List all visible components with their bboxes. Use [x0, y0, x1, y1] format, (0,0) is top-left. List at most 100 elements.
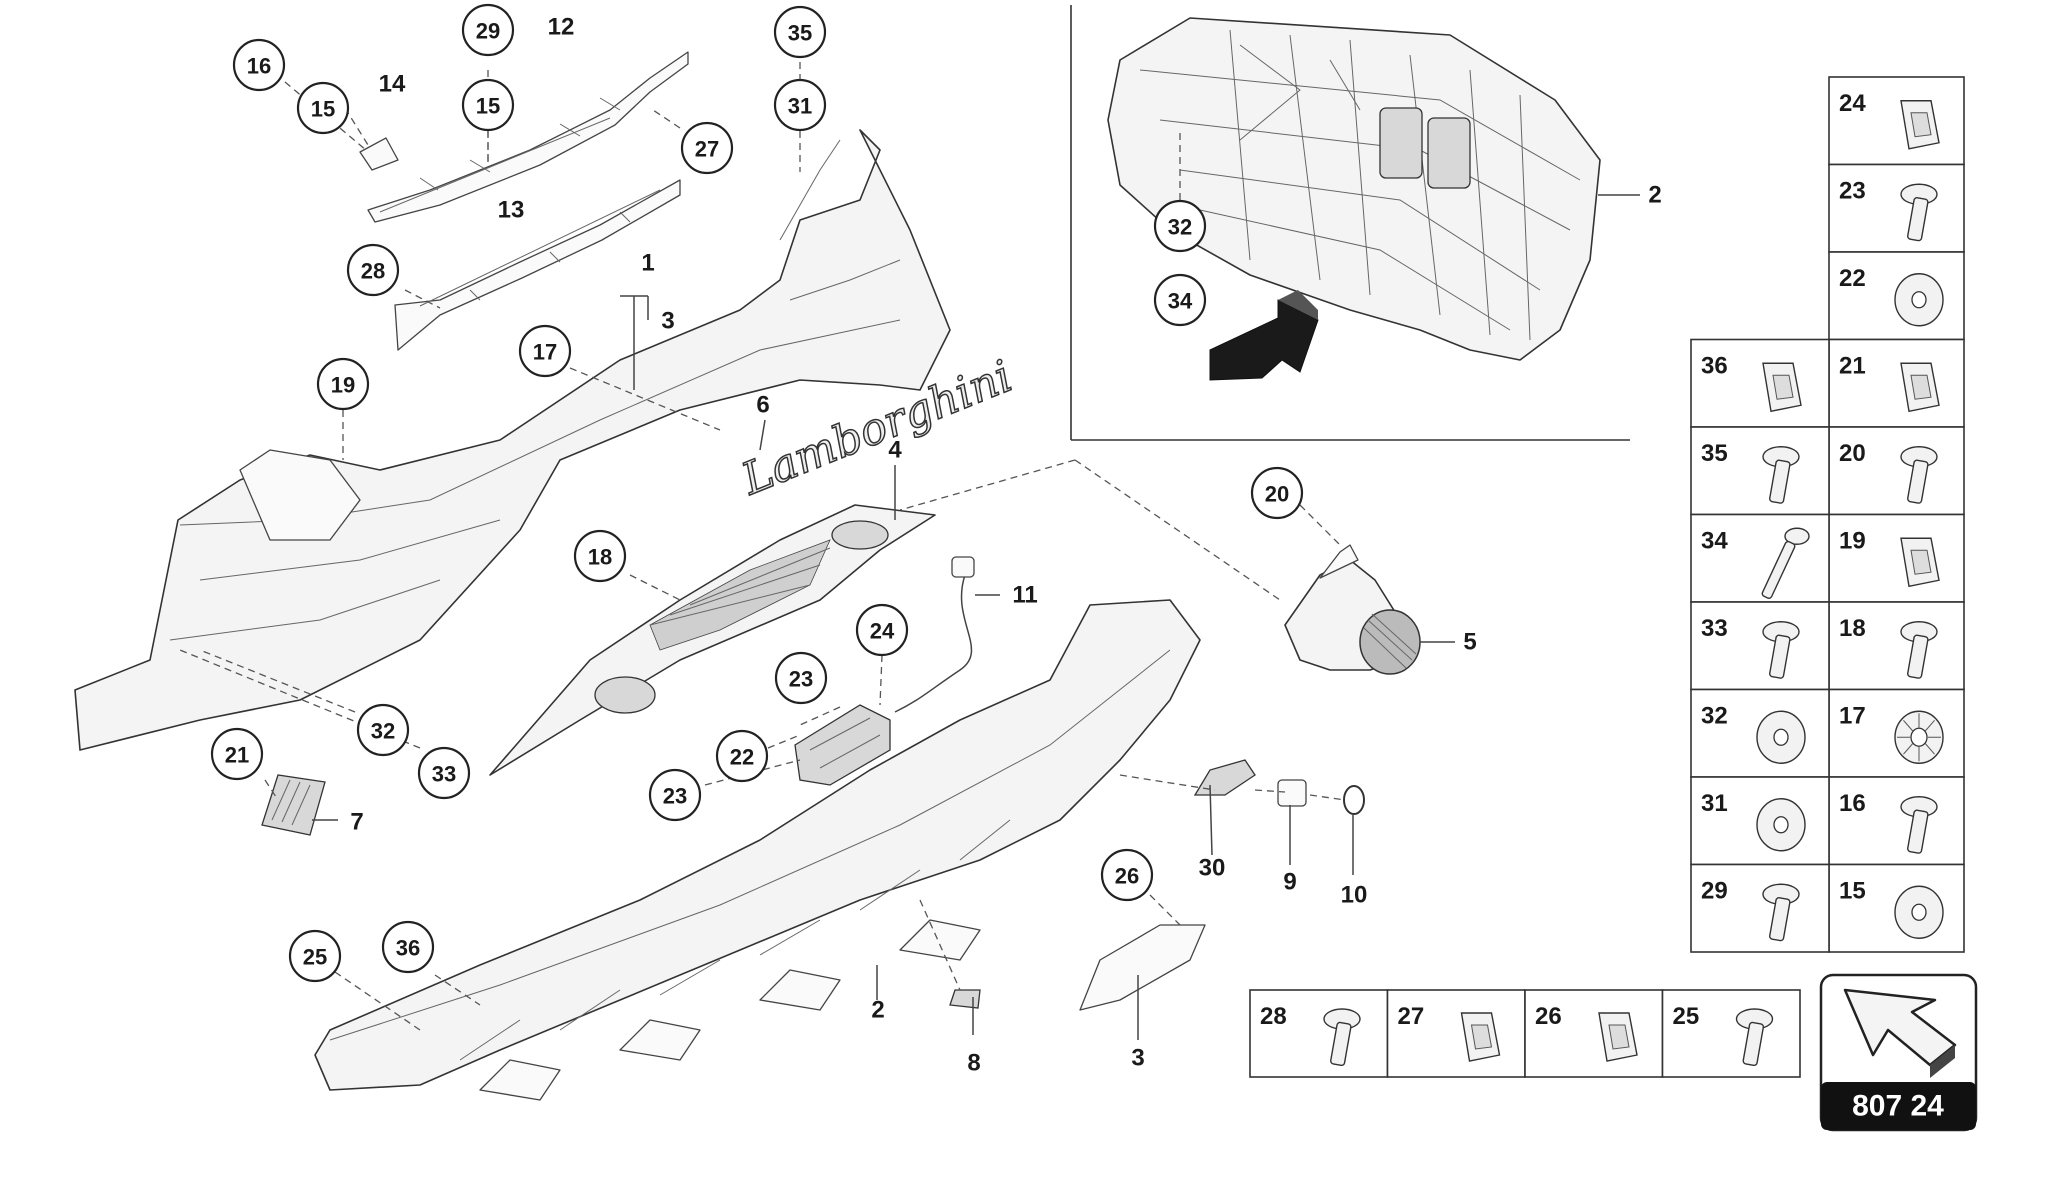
fastener-number: 33 — [1701, 615, 1728, 642]
callout-circle — [356, 703, 410, 757]
callout: 36 — [381, 920, 435, 974]
fastener-number: 36 — [1701, 353, 1728, 380]
callout: 31 — [773, 78, 827, 132]
sensor-harness[interactable] — [894, 556, 975, 713]
bottom-fastener-cell: 26 — [1524, 989, 1664, 1078]
fastener-cell: 31 — [1690, 776, 1830, 866]
fastener-number: 26 — [1535, 1003, 1562, 1030]
bolt-icon — [1323, 1008, 1361, 1067]
part-label: 12 — [548, 14, 575, 41]
callout-number: 34 — [1168, 289, 1193, 314]
part-label: 5 — [1463, 629, 1476, 656]
callout-circle — [518, 324, 572, 378]
fastener-number: 22 — [1839, 265, 1866, 292]
callout: 25 — [288, 929, 342, 983]
fastener-number: 17 — [1839, 703, 1866, 730]
clip-icon — [1900, 362, 1940, 413]
part-label: 4 — [888, 437, 902, 464]
callout: 21 — [210, 727, 264, 781]
fastener-cell: 24 — [1828, 76, 1965, 166]
bolt-icon — [1900, 446, 1938, 504]
callout-number: 22 — [730, 745, 754, 770]
callout-number: 27 — [695, 137, 719, 162]
callout-number: 18 — [588, 545, 612, 570]
callout-number: 28 — [361, 259, 385, 284]
clip-icon — [1900, 537, 1940, 588]
part-label: 7 — [350, 809, 363, 836]
bolt-icon — [1762, 446, 1800, 504]
washer-icon — [1756, 798, 1806, 852]
callout-circle — [573, 529, 627, 583]
part-label: 3 — [1131, 1045, 1144, 1072]
callout-circle — [316, 357, 370, 411]
inset-frame — [1070, 5, 1630, 441]
callout-number: 36 — [396, 936, 420, 961]
clip-icon — [1598, 1012, 1638, 1062]
clip-icon — [1762, 362, 1802, 413]
fastener-cell: 33 — [1690, 601, 1830, 691]
callout-circle — [296, 81, 350, 135]
callout: 26 — [1100, 848, 1154, 902]
vent-insert-7[interactable] — [261, 774, 326, 836]
fastener-cell: 29 — [1690, 863, 1830, 953]
rear-diffuser[interactable] — [314, 599, 1201, 1101]
callout-circle — [855, 603, 909, 657]
fastener-cell: 18 — [1828, 601, 1965, 691]
fastener-number: 20 — [1839, 440, 1866, 467]
callout: 28 — [346, 243, 400, 297]
bracket-13[interactable] — [394, 179, 681, 351]
clip-8[interactable] — [949, 989, 981, 1009]
callout-number: 24 — [870, 619, 895, 644]
fastener-cell: 22 — [1828, 251, 1965, 341]
fastener-number: 35 — [1701, 440, 1728, 467]
callout-number: 16 — [247, 54, 271, 79]
callout-circle — [680, 121, 734, 175]
part-label: 3 — [661, 308, 674, 335]
bumper-cover[interactable] — [74, 129, 951, 751]
fastener-number: 15 — [1839, 878, 1866, 905]
fastener-number: 31 — [1701, 790, 1728, 817]
callout: 33 — [417, 746, 471, 800]
plug-9[interactable] — [1277, 779, 1307, 807]
callout-circle — [1100, 848, 1154, 902]
fastener-number: 32 — [1701, 703, 1728, 730]
callout-number: 32 — [371, 719, 395, 744]
tailpipe[interactable] — [1284, 544, 1421, 675]
callout: 19 — [316, 357, 370, 411]
diffuser-bracket-3[interactable] — [1079, 924, 1206, 1011]
fastener-cell: 21 — [1828, 338, 1965, 428]
rear-grille[interactable] — [489, 504, 936, 776]
ring-10[interactable] — [1343, 785, 1365, 815]
part-label: 2 — [1648, 182, 1661, 209]
long-bolt-icon — [1761, 527, 1810, 599]
callout-number: 19 — [331, 373, 355, 398]
callout-number: 32 — [1168, 215, 1192, 240]
bottom-fastener-cell: 25 — [1661, 989, 1801, 1078]
fastener-cell: 32 — [1690, 688, 1830, 778]
clip-14[interactable] — [359, 137, 399, 171]
callout: 23 — [774, 651, 828, 705]
bolt-icon — [1762, 621, 1800, 679]
callout: 32 — [356, 703, 410, 757]
part-label: 10 — [1341, 882, 1368, 909]
rear-camera[interactable] — [794, 704, 891, 786]
bracket-12[interactable] — [367, 51, 689, 223]
clip-icon — [1460, 1012, 1501, 1062]
callout-number: 31 — [788, 94, 812, 119]
fastener-number: 23 — [1839, 178, 1866, 205]
part-label: 13 — [498, 197, 525, 224]
callout-circle — [1153, 199, 1207, 253]
undertray-panel[interactable] — [1107, 17, 1601, 361]
clip-icon — [1900, 100, 1940, 150]
callout: 20 — [1250, 466, 1304, 520]
connector-30[interactable] — [1193, 759, 1256, 796]
callout-circle — [773, 78, 827, 132]
bottom-fastener-cell: 28 — [1249, 989, 1389, 1078]
callout-number: 29 — [476, 19, 500, 44]
callout: 22 — [715, 729, 769, 783]
callout: 23 — [648, 768, 702, 822]
fastener-number: 28 — [1260, 1003, 1287, 1030]
